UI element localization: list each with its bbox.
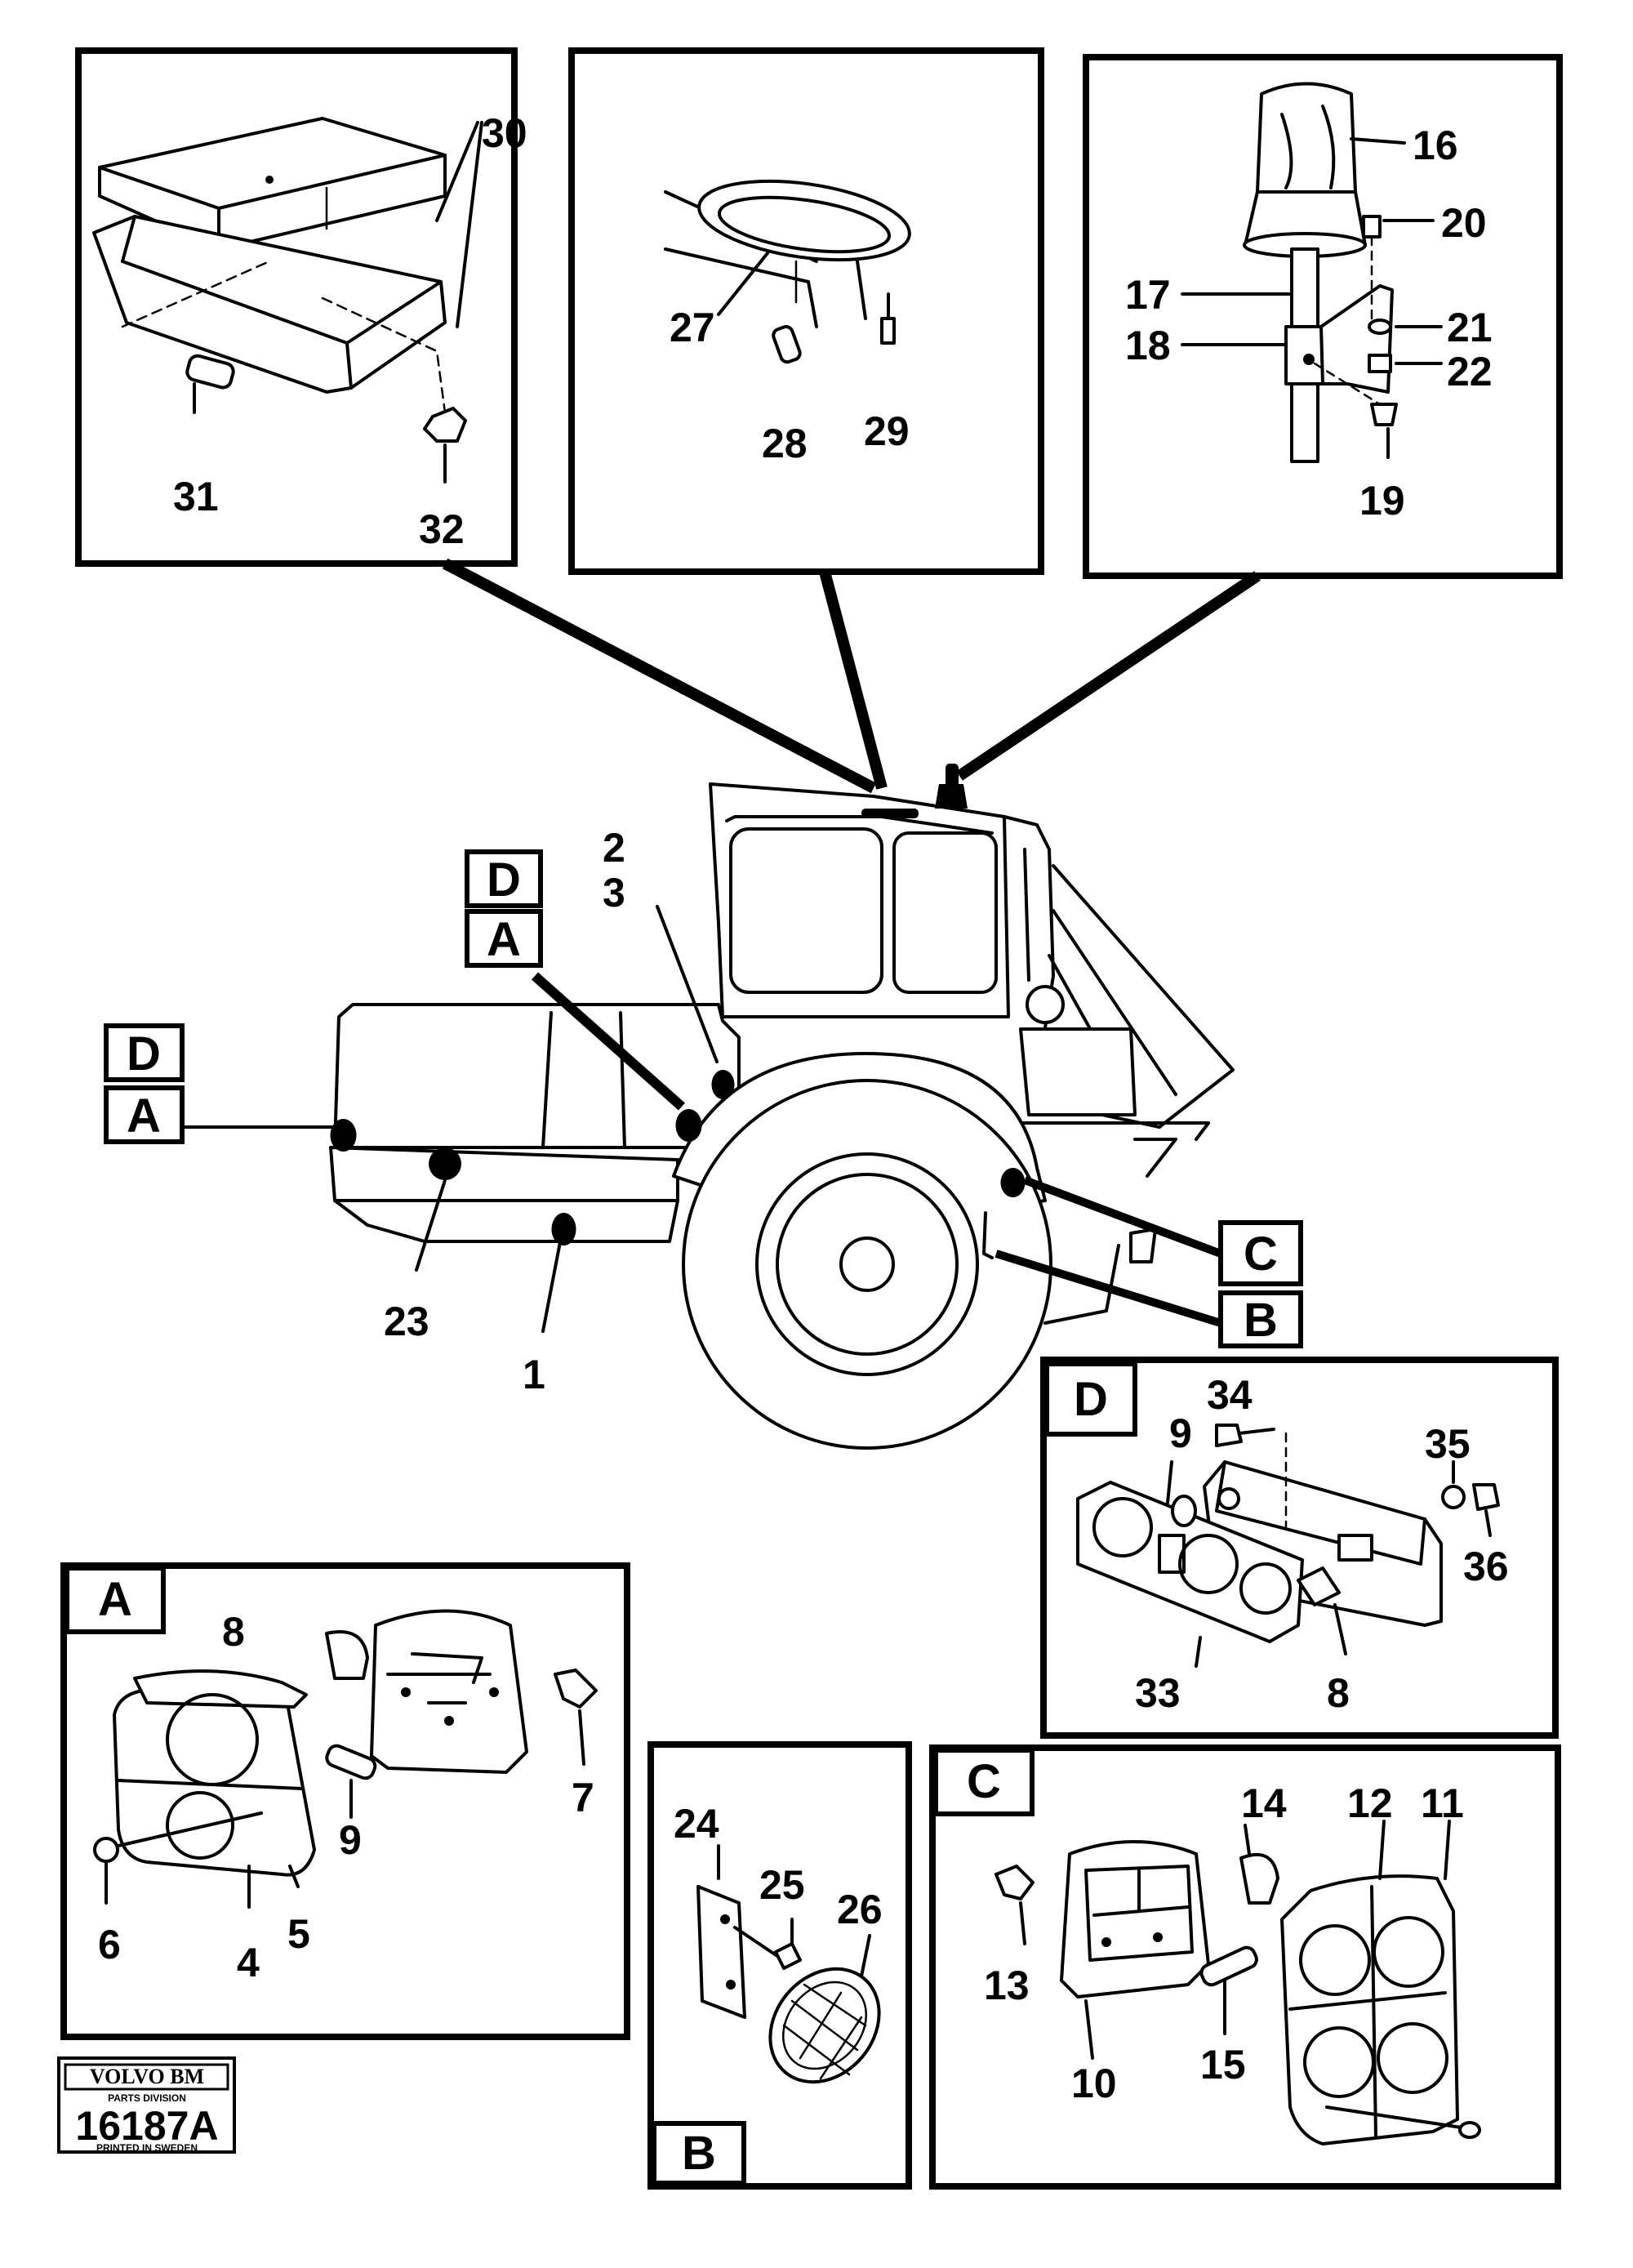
clamp-18: [1284, 325, 1325, 385]
lamp-housing-a: [370, 1609, 528, 1774]
machine-illustration: [329, 764, 1235, 1450]
socket-7: [554, 1669, 598, 1709]
callout-25: 25: [759, 1862, 805, 1908]
beacon-dome-16: [1256, 82, 1357, 194]
panel-b-reflector: B 24 25 26: [647, 1741, 912, 2190]
panel-d-rear-combination-lamp: D 34 9 35 36 33 8: [1040, 1357, 1559, 1739]
tag-upper-a: A: [487, 913, 521, 966]
bulb-31: [185, 354, 235, 414]
tag-fender-b: B: [1244, 1294, 1278, 1347]
callout-31: 31: [173, 474, 219, 519]
callout-34: 34: [1207, 1372, 1253, 1418]
tag-upper-side: D A: [465, 849, 543, 968]
callout-23: 23: [384, 1299, 429, 1344]
callout-35: 35: [1425, 1421, 1471, 1467]
callout-8-a: 8: [222, 1609, 245, 1655]
callout-6: 6: [98, 1922, 121, 1967]
callout-18: 18: [1125, 323, 1171, 368]
callout-16: 16: [1413, 123, 1458, 168]
panel-c-tag: C: [967, 1755, 1001, 1808]
tag-rear: D A: [104, 1023, 185, 1144]
bulb-15: [1199, 1945, 1258, 1987]
logo-brand: VOLVO BM: [90, 2065, 204, 2088]
callout-20: 20: [1441, 200, 1487, 246]
roof-lamp-cover: [98, 117, 447, 251]
callout-33: 33: [1135, 1670, 1181, 1716]
callout-5: 5: [287, 1911, 310, 1957]
callout-9-d: 9: [1169, 1410, 1192, 1456]
panel-roof-lamp: 30 31 32: [75, 47, 527, 567]
bulb-9-a: [325, 1744, 377, 1780]
tag-rear-a: A: [127, 1089, 161, 1143]
lens-27: [697, 179, 911, 262]
logo-division: PARTS DIVISION: [108, 2092, 186, 2104]
callout-26: 26: [837, 1887, 883, 1932]
screw-29: [880, 317, 896, 345]
tag-fender: C B: [1218, 1220, 1303, 1348]
callout-14: 14: [1241, 1780, 1287, 1826]
callout-36: 36: [1463, 1544, 1509, 1589]
tag-fender-c: C: [1244, 1228, 1278, 1281]
bulb-28: [772, 325, 802, 364]
callout-4: 4: [237, 1940, 260, 1985]
nut-32: [423, 407, 467, 483]
cab-window-right: [892, 831, 998, 994]
callout-9-a: 9: [339, 1817, 362, 1863]
callout-7: 7: [572, 1775, 594, 1820]
callout-3: 3: [603, 870, 625, 916]
volvo-bm-logo: VOLVO BM PARTS DIVISION 16187A PRINTED I…: [57, 2056, 236, 2154]
tag-upper-d: D: [487, 853, 521, 907]
logo-printed: PRINTED IN SWEDEN: [96, 2142, 198, 2154]
tag-rear-d: D: [127, 1027, 161, 1081]
lens-4: [113, 1682, 316, 1877]
callout-22: 22: [1447, 349, 1493, 394]
callout-17: 17: [1125, 272, 1171, 318]
panel-d-tag: D: [1074, 1373, 1108, 1426]
panel-a-rear-lamp: A 8 7 9 6 4 5: [60, 1562, 630, 2040]
callout-21: 21: [1447, 305, 1493, 350]
panel-c-rear-lamp: C 14 12 11 13 15 10: [929, 1744, 1561, 2190]
plate-24: [696, 1885, 746, 2019]
roof-lamp-base: [92, 215, 447, 394]
callout-11: 11: [1421, 1780, 1464, 1826]
callout-24: 24: [674, 1801, 719, 1847]
callout-15: 15: [1200, 2042, 1246, 2088]
callout-19: 19: [1359, 478, 1405, 524]
callout-32: 32: [419, 506, 465, 552]
callout-2: 2: [603, 825, 625, 871]
callout-8-d: 8: [1327, 1670, 1350, 1716]
logo-drawing-number: 16187A: [75, 2103, 218, 2149]
callout-1: 1: [523, 1352, 545, 1397]
panel-beacon: 16 20 17 18 21 22 19: [1083, 54, 1563, 579]
callout-30: 30: [482, 110, 527, 156]
callout-10: 10: [1071, 2061, 1117, 2106]
callout-27: 27: [670, 305, 715, 350]
callout-28: 28: [762, 421, 808, 466]
panel-interior-lamp: 27 28 29: [568, 47, 1044, 575]
bulb-8-a: [325, 1630, 369, 1680]
lens-11: [1280, 1874, 1459, 2145]
callout-13: 13: [984, 1963, 1030, 2008]
bulb-14: [1239, 1853, 1279, 1905]
engine-hood: [333, 1003, 741, 1149]
panel-b-tag: B: [682, 2127, 716, 2180]
callout-12: 12: [1347, 1780, 1393, 1826]
callout-29: 29: [864, 408, 910, 454]
cab-window-left: [729, 827, 883, 994]
panel-a-tag: A: [98, 1573, 132, 1626]
